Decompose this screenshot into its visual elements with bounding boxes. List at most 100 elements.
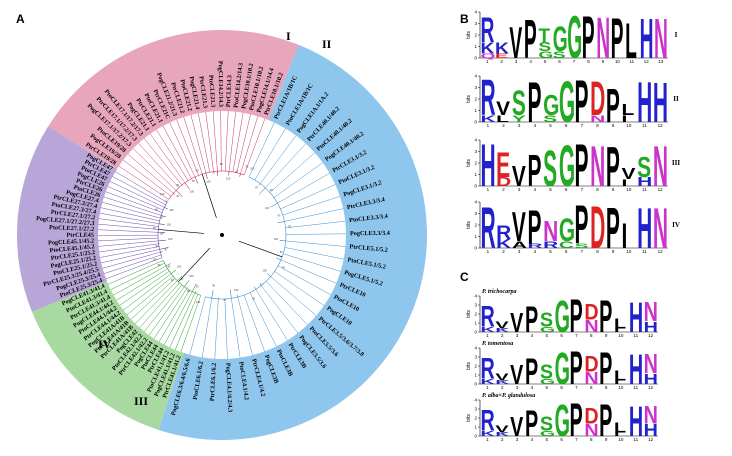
tree-branch (183, 116, 203, 174)
tree-branch (253, 286, 288, 341)
logo-motif-label: III (672, 159, 680, 167)
tree-leaf-label: PtrCLE14.3 (225, 75, 234, 107)
tree-branch (277, 208, 344, 224)
logo-residue: G (559, 136, 575, 194)
logo-motif-label: I (675, 31, 678, 39)
tree-branch (243, 163, 249, 176)
logo-position-label: 2 (500, 59, 503, 64)
logo-residue: P (611, 8, 624, 66)
logo-residue: G (567, 8, 582, 66)
bootstrap-value: 99 (171, 278, 174, 282)
tree-branch (173, 193, 176, 195)
tree-branch (280, 205, 287, 210)
tree-branch (110, 267, 156, 290)
clade-label-IV: IV (98, 337, 112, 351)
tree-branch (166, 193, 172, 197)
logo-y-tick-label: 3 (474, 303, 477, 308)
logo-position-label: 8 (590, 333, 593, 338)
logo-position-label: 8 (590, 385, 593, 390)
logo-residue: P (528, 72, 542, 130)
tree-branch (149, 133, 190, 190)
logo-position-label: 6 (565, 187, 568, 192)
logo-position-label: 10 (618, 333, 624, 338)
tree-branch (286, 270, 331, 295)
tree-branch (239, 116, 259, 177)
logo-y-tick-label: 2 (474, 416, 477, 421)
logo-residue: N (590, 114, 605, 125)
tree-branch (238, 240, 283, 258)
logo-position-label: 8 (587, 59, 590, 64)
bootstrap-value: 100 (250, 167, 255, 171)
logo-residue: K (495, 380, 510, 386)
logo-y-label: bits (466, 310, 472, 318)
logo-y-tick-label: 1 (474, 108, 477, 113)
logo-residue: I (614, 328, 620, 334)
logo-y-tick-label: 4 (474, 10, 477, 15)
tree-branch (232, 161, 236, 172)
logo-y-tick-label: 0 (474, 382, 477, 387)
tree-branch (101, 247, 169, 264)
tree-branch (184, 182, 190, 190)
logo-position-label: 4 (529, 59, 532, 64)
logo-y-tick-label: 3 (474, 355, 477, 360)
logo-y-tick-label: 0 (474, 120, 477, 125)
bootstrap-value: 87 (192, 179, 195, 183)
tree-branch (104, 256, 157, 274)
tree-branch (195, 167, 199, 176)
tree-branch (178, 247, 210, 283)
logo-residue: P (599, 345, 612, 392)
bootstrap-value: 87 (165, 248, 168, 252)
bootstrap-value: 99 (196, 169, 199, 173)
tree-branch (184, 174, 189, 181)
logo-position-label: 4 (531, 333, 534, 338)
tree-branch (194, 176, 199, 184)
tree-branch (127, 153, 176, 195)
logo-residue: H (644, 420, 658, 440)
tree-branch (156, 129, 185, 175)
logo-residue: D (496, 174, 511, 189)
tree-branch (189, 303, 204, 355)
tree-branch (203, 296, 206, 304)
tree-branch (196, 295, 201, 307)
logo-residue: H (481, 136, 496, 194)
bootstrap-value: 100 (274, 237, 279, 241)
logo-residue: V (495, 372, 509, 383)
bootstrap-value: 100 (168, 237, 173, 241)
tree-branch (169, 291, 197, 348)
tree-branch (177, 275, 183, 281)
tree-branch (273, 289, 308, 325)
logo-position-label: 10 (626, 123, 632, 128)
logo-residue: V (512, 203, 526, 250)
tree-branch (248, 165, 255, 178)
tree-branch (158, 229, 205, 234)
logo-residue: G (540, 325, 555, 334)
clade-label-I: I (286, 29, 291, 43)
logo-position-label: 10 (626, 187, 632, 192)
tree-branch (237, 295, 253, 356)
logo-position-label: 11 (633, 333, 638, 338)
tree-branch (228, 111, 236, 176)
logo-residue: V (495, 320, 509, 331)
tree-branch (258, 135, 297, 186)
logo-residue: H (629, 347, 643, 392)
tree-branch (100, 247, 154, 258)
logo-position-label: 12 (658, 249, 664, 254)
logo-residue: D (590, 198, 605, 256)
tree-branch (99, 218, 158, 227)
tree-branch (249, 292, 256, 304)
tree-branch (267, 273, 271, 277)
tree-branch (248, 118, 266, 164)
logo-position-label: 3 (516, 385, 519, 390)
tree-branch (277, 221, 285, 224)
tree-leaf-label: PtrCLE21.3 (198, 76, 209, 109)
tree-branch (174, 183, 180, 188)
tree-branch (254, 175, 258, 181)
logo-y-label: bits (466, 414, 472, 422)
tree-branch (272, 162, 323, 199)
logo-residue: R (481, 198, 496, 256)
tree-branch (276, 257, 337, 284)
tree-branch (285, 254, 341, 272)
